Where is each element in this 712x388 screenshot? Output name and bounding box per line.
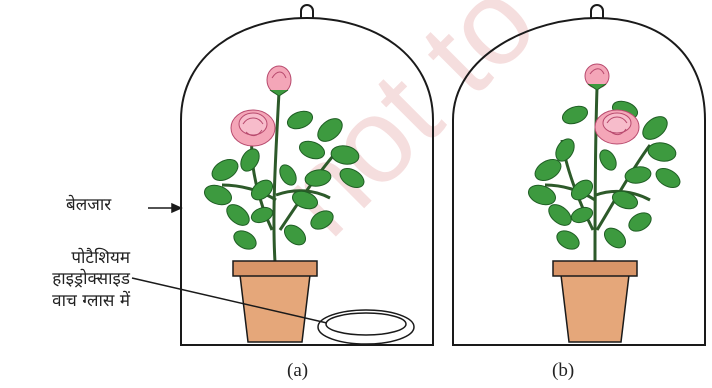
rose-flower (595, 110, 639, 144)
flower-pot-b (553, 261, 637, 342)
caption-a: (a) (287, 360, 308, 382)
rose-bud (585, 64, 609, 90)
bell-jar-label: बेलजार (66, 195, 111, 216)
rose-flower (231, 110, 275, 146)
watermark: not to (254, 0, 561, 261)
koh-label: पोटैशियम हाइड्रोक्साइड वाच ग्लास में (8, 248, 130, 312)
rose-bud (267, 66, 291, 96)
koh-label-line1: पोटैशियम (8, 248, 130, 269)
caption-b: (b) (552, 360, 574, 382)
koh-label-line3: वाच ग्लास में (8, 291, 130, 312)
koh-label-line2: हाइड्रोक्साइड (8, 269, 130, 290)
watch-glass (318, 310, 414, 344)
rose-plant-b (526, 64, 683, 262)
flower-pot-a (233, 261, 317, 342)
